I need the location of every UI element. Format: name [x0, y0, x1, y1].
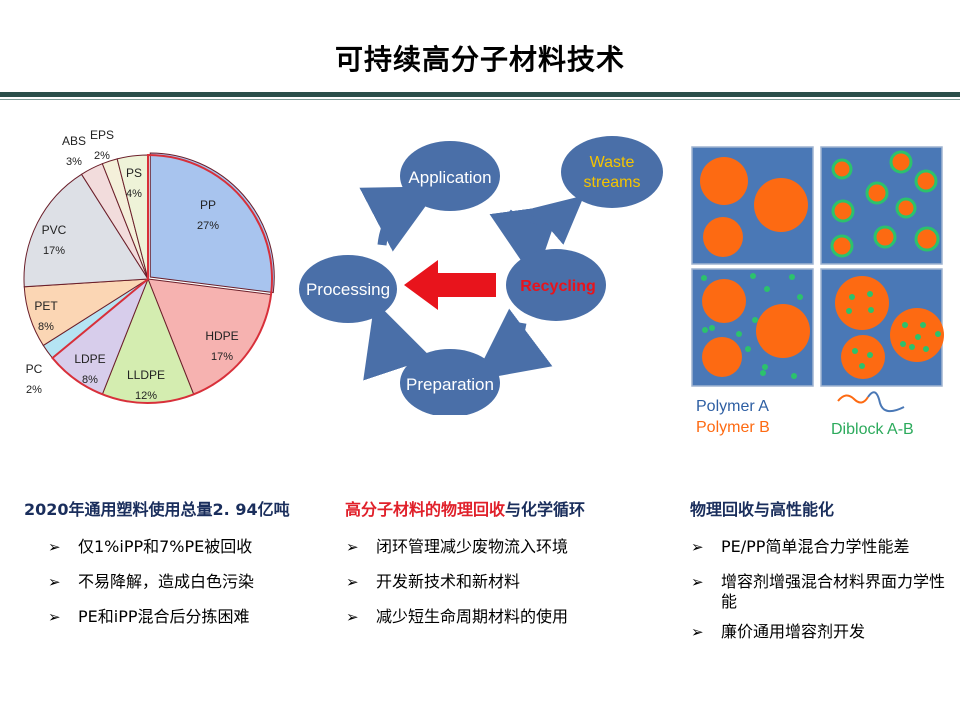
pie-label-pet: PET [34, 299, 58, 313]
legend-polymer-b: Polymer B [696, 419, 770, 436]
pie-value-lldpe: 12% [135, 390, 157, 402]
polyolefin-outline [51, 153, 273, 404]
column-2-heading-rest: 与化学循环 [505, 500, 586, 519]
list-item: ➢PE和iPP混合后分拣困难 [48, 607, 250, 626]
list-item: ➢不易降解，造成白色污染 [48, 572, 255, 591]
pie-value-eps: 2% [94, 150, 110, 162]
plastics-pie-chart: PP 27% HDPE 17% LLDPE 12% LDPE 8% PC 2% PET 8% PVC 17… [23, 128, 275, 404]
arrow-bullet-icon: ➢ [48, 573, 61, 591]
arrow-bullet-icon: ➢ [346, 538, 359, 556]
pie-slice-pp [149, 152, 275, 294]
list-item: ➢增容剂增强混合材料界面力学性能 [691, 572, 946, 611]
list-item: ➢廉价通用增容剂开发 [691, 622, 866, 641]
legend-diblock: Diblock A-B [831, 421, 914, 438]
arrow-bullet-icon: ➢ [691, 573, 704, 591]
pie-label-ps: PS [126, 166, 142, 180]
pie-label-lldpe: LLDPE [127, 368, 165, 382]
processing-label: Processing [306, 280, 390, 299]
list-item: ➢减少短生命周期材料的使用 [346, 607, 569, 626]
arrow-bullet-icon: ➢ [691, 538, 704, 556]
red-arrow-icon [404, 260, 496, 310]
pie-value-pc: 2% [26, 384, 42, 396]
pie-value-ps: 4% [126, 188, 142, 200]
pie-label-abs: ABS [62, 134, 86, 148]
cycle-arrow-to-waste [526, 195, 585, 245]
diblock-icon [837, 394, 869, 404]
polymer-blend-morphology-panels [691, 146, 944, 413]
pie-label-pp: PP [200, 198, 216, 212]
processing-node [299, 255, 397, 323]
application-node [400, 141, 500, 211]
column-1-heading: 2020年通用塑料使用总量2. 94亿吨 [24, 500, 290, 519]
cycle-arrow-preparation-to-processing [363, 300, 432, 381]
arrow-bullet-icon: ➢ [346, 608, 359, 626]
column-3-heading: 物理回收与高性能化 [690, 500, 835, 519]
cycle-arrow-processing-to-application [359, 186, 440, 252]
cycle-arrow-application-to-recycling [489, 204, 561, 281]
list-item: ➢闭环管理减少废物流入环境 [346, 537, 569, 556]
pie-value-pp: 27% [197, 220, 219, 232]
pie-label-pvc: PVC [42, 223, 67, 237]
recycling-node [506, 249, 606, 321]
legend-polymer-a: Polymer A [696, 398, 769, 415]
pie-slice-pvc [23, 173, 149, 288]
column-3-bullets: ➢PE/PP简单混合力学性能差 ➢增容剂增强混合材料界面力学性能 ➢廉价通用增容… [689, 537, 951, 657]
cycle-arrow-recycling-to-preparation [473, 308, 553, 381]
preparation-node [400, 349, 500, 415]
column-2-bullets: ➢闭环管理减少废物流入环境 ➢开发新技术和新材料 ➢减少短生命周期材料的使用 [344, 537, 644, 642]
recycling-label: Recycling [520, 278, 596, 295]
pie-value-ldpe: 8% [82, 374, 98, 386]
pie-label-pc: PC [26, 362, 43, 376]
arrow-bullet-icon: ➢ [48, 538, 61, 556]
application-label: Application [408, 168, 491, 187]
column-1-bullets: ➢仅1%iPP和7%PE被回收 ➢不易降解，造成白色污染 ➢PE和iPP混合后分… [46, 537, 326, 642]
page-title: 可持续高分子材料技术 [334, 43, 625, 76]
list-item: ➢开发新技术和新材料 [346, 572, 521, 591]
waste-streams-node [561, 136, 663, 208]
list-item: ➢PE/PP简单混合力学性能差 [691, 537, 910, 556]
arrow-bullet-icon: ➢ [48, 608, 61, 626]
preparation-label: Preparation [406, 375, 494, 394]
list-item: ➢仅1%iPP和7%PE被回收 [48, 537, 253, 556]
column-2-heading: 高分子材料的物理回收与化学循环 [345, 496, 585, 520]
pie-value-pvc: 17% [43, 245, 65, 257]
pie-label-hdpe: HDPE [205, 329, 238, 343]
title-divider [0, 92, 960, 97]
pie-label-ldpe: LDPE [74, 352, 105, 366]
arrow-bullet-icon: ➢ [691, 623, 704, 641]
arrow-bullet-icon: ➢ [346, 573, 359, 591]
title-divider-thin [0, 99, 960, 100]
pie-label-eps: EPS [90, 128, 114, 142]
pie-value-abs: 3% [66, 156, 82, 168]
column-2-heading-red: 高分子材料的物理回收 [345, 500, 506, 519]
pie-value-pet: 8% [38, 321, 54, 333]
pie-value-hdpe: 17% [211, 351, 233, 363]
